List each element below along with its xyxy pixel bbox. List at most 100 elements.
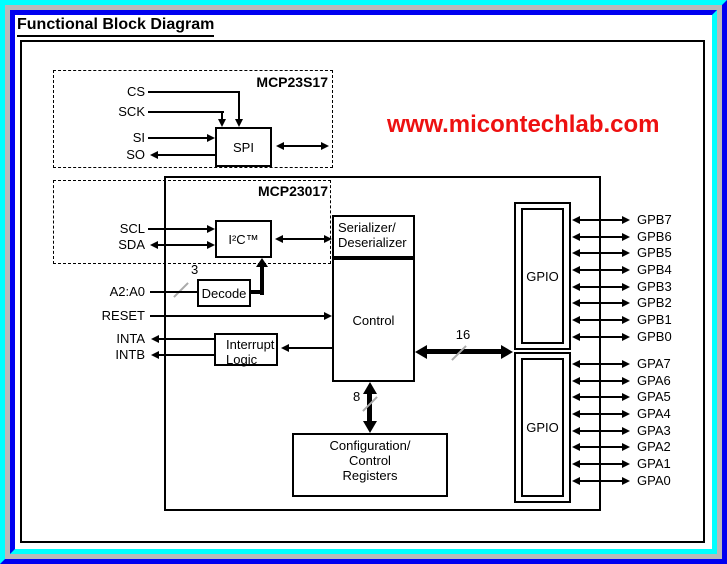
inta-label: INTA [116, 331, 145, 346]
gpio-porta-inner: GPIO [521, 358, 564, 497]
arrowhead-left-icon [151, 351, 159, 359]
sda-label: SDA [118, 237, 145, 252]
pin-label: GPB3 [637, 279, 672, 294]
serializer-block: Serializer/ Deserializer [332, 215, 415, 258]
a2a0-label: A2:A0 [109, 284, 145, 299]
bidirectional-arrow-icon [572, 333, 630, 341]
a2a0-line [150, 291, 197, 293]
inta-line [159, 338, 214, 340]
spi-bus-bidirectional-arrow [276, 142, 329, 150]
sck-line [148, 111, 224, 113]
sda-bidirectional-arrow [150, 241, 215, 249]
reset-label: RESET [101, 308, 145, 323]
arrowhead-left-icon [281, 344, 289, 352]
interrupt-line2: Logic [226, 352, 258, 367]
scl-label: SCL [119, 221, 145, 236]
arrowhead-up-icon [363, 382, 377, 394]
config-line2: Control [349, 453, 391, 468]
arrowhead-down-icon [218, 119, 226, 127]
so-label: SO [126, 147, 145, 162]
pin-label: GPA2 [637, 439, 671, 454]
bidirectional-arrow-icon [572, 377, 630, 385]
arrowhead-right-icon [207, 225, 215, 233]
i2c-dashed-box [53, 180, 331, 264]
gpio-porta-block: GPIO [514, 352, 571, 503]
arrowhead-right-icon [324, 312, 332, 320]
config-line1: Configuration/ [329, 438, 411, 453]
watermark-url: www.micontechlab.com [387, 111, 660, 138]
cs-line [148, 91, 239, 93]
bidirectional-arrow-icon [572, 233, 630, 241]
pin-label: GPB1 [637, 312, 672, 327]
register-bus-width: 8 [353, 389, 361, 404]
address-bus-width: 3 [191, 262, 199, 277]
control-interrupt-line [289, 347, 332, 349]
bidirectional-arrow-icon [572, 283, 630, 291]
si-line [148, 137, 207, 139]
decode-elbow-horizontal [251, 290, 264, 294]
spi-block: SPI [215, 127, 272, 167]
intb-line [159, 354, 214, 356]
spi-dashed-box [53, 70, 333, 168]
config-line3: Registers [342, 468, 398, 483]
page-title: Functional Block Diagram [17, 15, 215, 37]
arrowhead-left-icon [415, 345, 427, 359]
bidirectional-arrow-icon [572, 360, 630, 368]
bidirectional-arrow-icon [572, 316, 630, 324]
pin-label: GPA6 [637, 373, 671, 388]
cs-label: CS [126, 84, 145, 99]
arrowhead-left-icon [150, 151, 158, 159]
diagram-content: Functional Block Diagram www.micontechla… [15, 15, 712, 549]
serializer-line2: Deserializer [338, 235, 407, 250]
gpio-bus-width: 16 [455, 327, 471, 342]
pin-label: GPB7 [637, 212, 672, 227]
cs-line-bend [238, 91, 240, 119]
i2c-serializer-bidirectional-arrow [275, 235, 332, 243]
inner-frame-ring [10, 10, 717, 554]
reset-line [150, 315, 324, 317]
decode-block: Decode [197, 279, 251, 307]
bidirectional-arrow-icon [572, 410, 630, 418]
bidirectional-arrow-icon [572, 427, 630, 435]
config-registers-block: Configuration/ Control Registers [292, 433, 448, 497]
bidirectional-arrow-icon [572, 216, 630, 224]
so-line [158, 154, 215, 156]
spi-section-label: MCP23S17 [256, 74, 328, 90]
gpio-portb-inner: GPIO [521, 208, 564, 344]
decode-elbow-vertical [260, 266, 264, 295]
pin-label: GPA1 [637, 456, 671, 471]
pin-label: GPB5 [637, 245, 672, 260]
i2c-block: I²C™ [215, 220, 272, 258]
middle-frame-ring [5, 5, 722, 559]
pin-label: GPB2 [637, 295, 672, 310]
bidirectional-arrow-icon [572, 460, 630, 468]
interrupt-logic-block: Interrupt Logic [214, 333, 278, 367]
arrowhead-right-icon [207, 134, 215, 142]
pin-label: GPB6 [637, 229, 672, 244]
pin-label: GPA0 [637, 473, 671, 488]
bidirectional-arrow-icon [572, 443, 630, 451]
arrowhead-left-icon [151, 335, 159, 343]
pin-label: GPA5 [637, 389, 671, 404]
figure-box [20, 40, 705, 543]
arrowhead-down-icon [363, 421, 377, 433]
mcp23017-chip-box [164, 176, 601, 511]
intb-label: INTB [115, 347, 145, 362]
bidirectional-arrow-icon [572, 249, 630, 257]
pin-label: GPA3 [637, 423, 671, 438]
serializer-line1: Serializer/ [338, 220, 396, 235]
scl-line [148, 228, 207, 230]
interrupt-line1: Interrupt [226, 337, 275, 352]
control-block: Control [332, 258, 415, 382]
bidirectional-arrow-icon [572, 477, 630, 485]
pin-label: GPA4 [637, 406, 671, 421]
register-bus-shaft [367, 392, 372, 423]
sck-line-bend [221, 111, 223, 119]
bidirectional-arrow-icon [572, 393, 630, 401]
pin-label: GPA7 [637, 356, 671, 371]
sck-label: SCK [118, 104, 145, 119]
arrowhead-up-icon [256, 258, 268, 267]
i2c-section-label: MCP23017 [257, 183, 328, 199]
